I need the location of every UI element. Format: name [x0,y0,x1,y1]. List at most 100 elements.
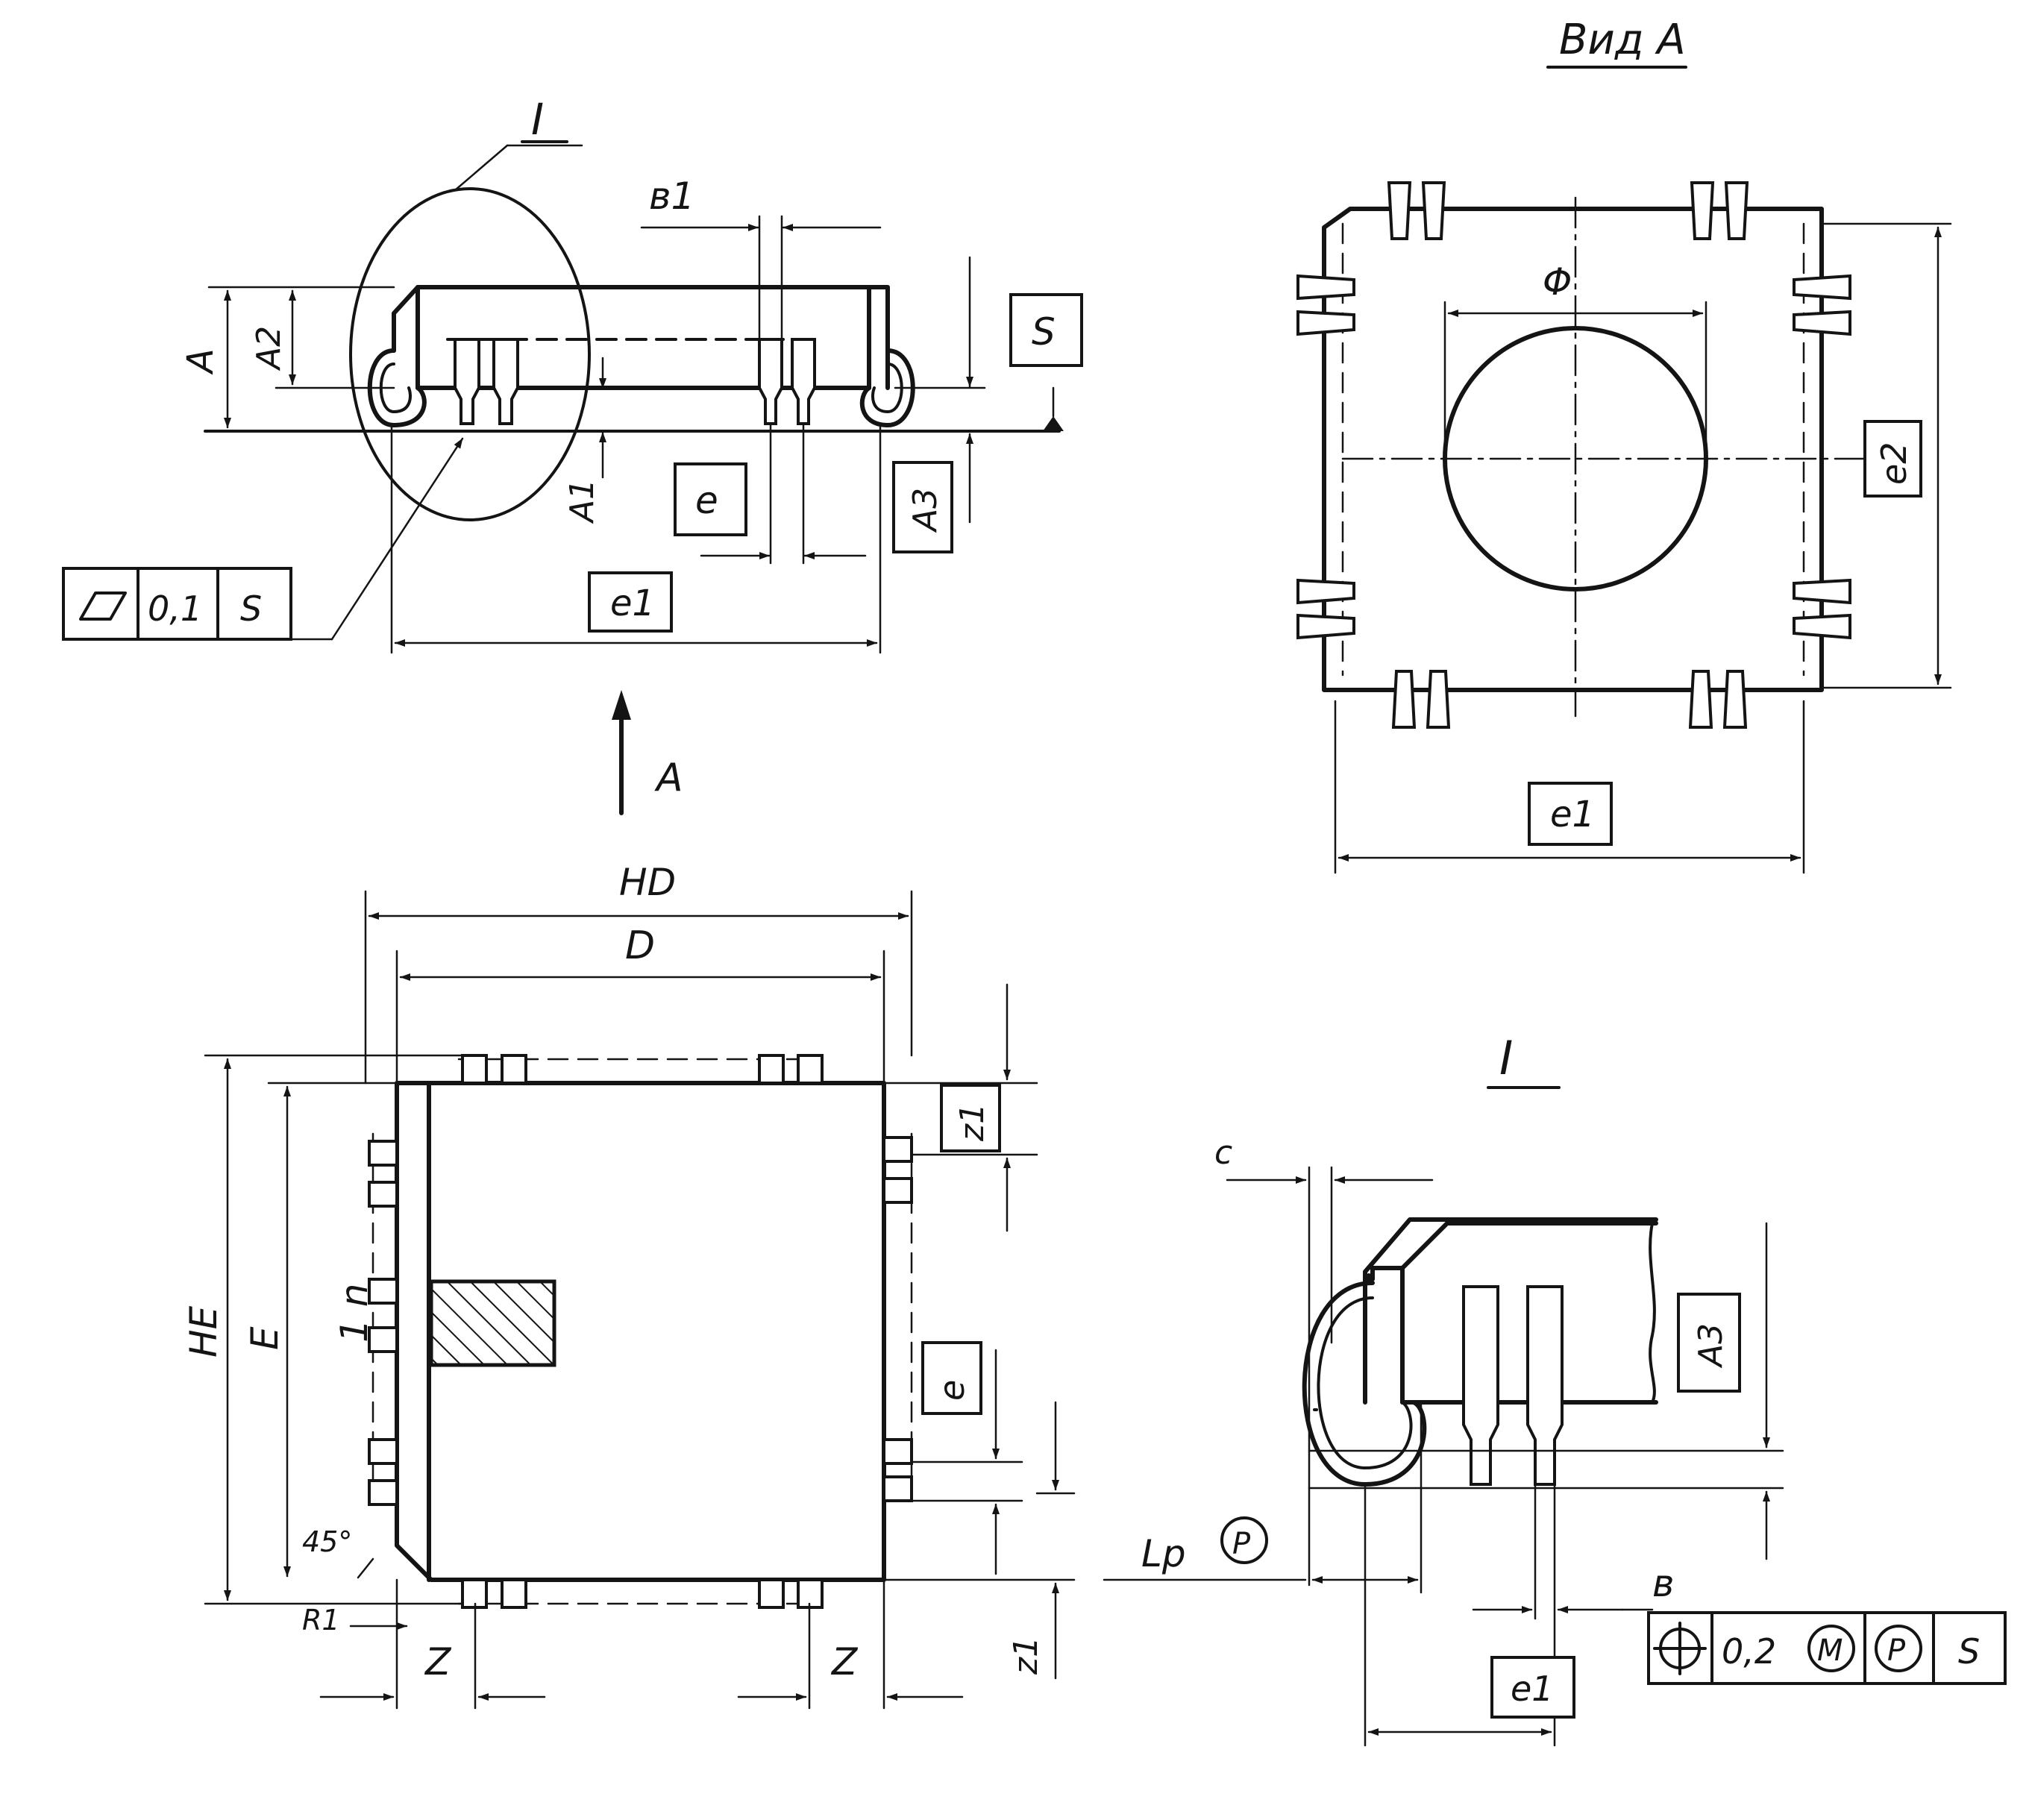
lead [1421,181,1446,240]
pin [492,338,519,425]
dim-e1-box [1490,1656,1575,1719]
dim-e-label: e [695,479,718,522]
lead [1793,274,1851,301]
dim-a3-label: A3 [1692,1323,1730,1369]
dim-e1-box [588,571,673,633]
dim-e1-label: e1 [610,583,655,624]
pin [454,338,480,425]
side-view: I A A2 A1 [62,94,1083,815]
lead [461,1578,488,1609]
j-lead-right [859,348,915,427]
svg-text:P: P [1887,1634,1906,1668]
dim-phi-label: Φ [1543,260,1572,304]
view-arrow-label: A [654,756,683,800]
dim-e2-box [1863,420,1922,498]
j-lead [1302,1281,1427,1487]
svg-text:0,1: 0,1 [148,589,202,629]
datum-s-box [1009,293,1083,367]
dim-e-label: E [243,1326,286,1350]
mmc-symbol [1807,1625,1855,1672]
lead [1296,613,1355,640]
lead [368,1326,398,1353]
dim-a3-box [892,461,953,553]
lead [1793,613,1851,640]
svg-text:Вид А: Вид А [1559,16,1686,64]
svg-text:P: P [1232,1527,1251,1561]
dim-e2-label: e2 [1874,442,1914,485]
dim-b-label: в [1652,1562,1674,1605]
dim-z1-bottom-label: z1 [1007,1637,1045,1675]
pin [758,338,783,425]
lead [1793,578,1851,605]
view-a: Φ e2 e1 [1296,181,1952,874]
pin [1462,1285,1499,1486]
lead [1391,670,1417,729]
pin1-indicator [429,1279,556,1367]
detail-i-view: I c A3 Lp P [1103,1031,2007,1747]
view-a-title: Вид А [1546,16,1687,69]
lead [758,1054,785,1085]
lead [882,1177,913,1204]
lead [368,1140,398,1167]
lead [882,1438,913,1465]
lead [368,1479,398,1506]
lead [501,1054,527,1085]
projected-zone-symbol [1875,1625,1922,1672]
lead [882,1475,913,1502]
dim-z-right-label: Z [830,1640,859,1684]
svg-text:S: S [240,589,262,629]
dim-e-box [921,1341,982,1415]
dim-c-label: c [1214,1134,1232,1172]
lead [1690,181,1715,240]
lead [368,1181,398,1208]
lead [1722,670,1748,729]
j-lead-left [367,348,427,427]
detail-marker-label: I [531,94,544,145]
dim-z1-box [940,1084,1001,1152]
radius-r1-label: R1 [302,1604,340,1637]
package-body [1367,1266,1375,1285]
lead [882,1136,913,1163]
dim-d-label: D [625,923,655,968]
projected-tolerance-symbol [1220,1516,1268,1564]
lead [1426,670,1451,729]
position-symbol-icon [1653,1622,1707,1675]
lead [758,1578,785,1609]
position-tolerance-frame: 0,2 M P S [1647,1611,2007,1685]
lead [368,1278,398,1305]
dim-e-box [674,462,747,536]
lead [1724,181,1749,240]
top-view: 1 n HD D HE E 45° R1 z1 e [182,861,1076,1710]
lead [1793,310,1851,336]
dim-a2-label: A2 [250,326,288,371]
dim-a3-label: A3 [906,488,944,533]
svg-text:0,2: 0,2 [1722,1631,1776,1672]
dim-e1-box [1528,782,1613,846]
dim-he-label: HE [182,1305,225,1358]
lead [461,1054,488,1085]
package-outline [1322,207,1824,692]
dim-e1-label: e1 [1550,794,1595,835]
dim-lp-label: Lp [1141,1532,1186,1575]
pin [1526,1285,1564,1486]
dim-z1-top-label: z1 [953,1103,991,1142]
lead [797,1578,824,1609]
lead [1296,578,1355,605]
flatness-tolerance-frame: 0,1 S [62,567,292,641]
dim-a-label: A [180,348,222,375]
dim-b1-label: в1 [649,175,694,218]
datum-s-label: S [1032,310,1056,354]
flatness-symbol-icon [79,592,127,621]
lead [1296,310,1355,336]
lead [368,1438,398,1465]
dim-hd-label: HD [619,861,676,904]
pin1-label: 1 n [333,1284,376,1343]
lead [1296,274,1355,301]
chamfer-angle-label: 45° [302,1525,352,1558]
svg-text:M: M [1817,1634,1843,1668]
dim-z-left-label: Z [424,1640,452,1684]
pin [791,338,816,425]
dim-e-right-label: e [932,1380,972,1401]
dim-a1-label: A1 [563,479,601,524]
